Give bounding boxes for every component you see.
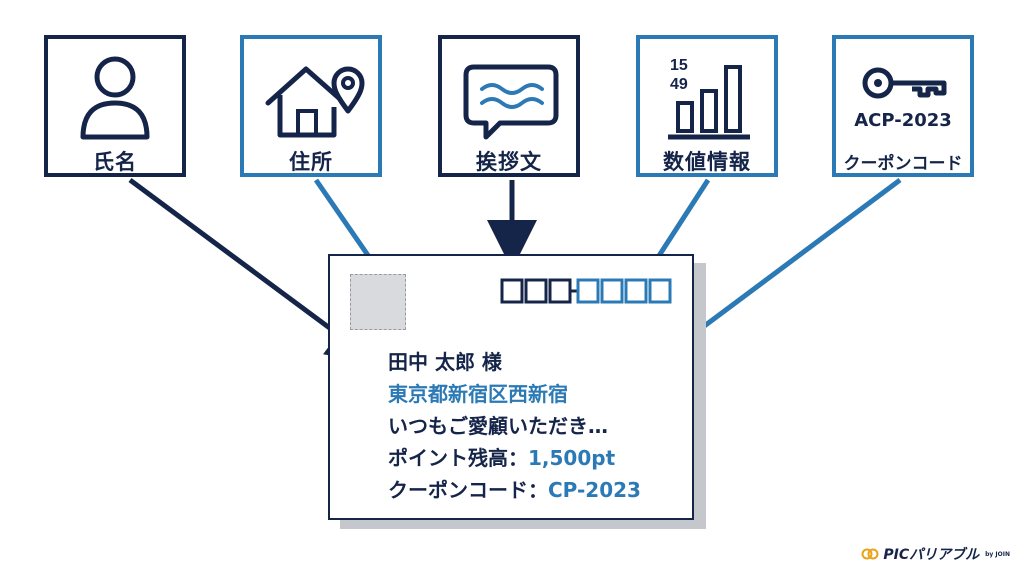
person-icon (80, 56, 150, 140)
key-icon (862, 67, 947, 99)
speech-bubble-icon (463, 64, 559, 140)
stamp-placeholder (350, 274, 406, 330)
source-label: 氏名 (93, 150, 137, 174)
house-pin-icon (265, 66, 365, 138)
postal-code-boxes (500, 278, 672, 304)
postcard-coupon: クーポンコード：CP-2023 (388, 474, 641, 503)
postcard-address: 東京都新宿区西新宿 (388, 382, 568, 406)
brand-mark-icon (861, 548, 879, 560)
postcard-greeting: いつもご愛顧いただき… (388, 414, 608, 438)
postcard: 田中 太郎 様 東京都新宿区西新宿 いつもご愛顧いただき… ポイント残高：1,5… (328, 254, 694, 520)
source-label: 挨拶文 (476, 150, 542, 174)
source-box-greeting: 挨拶文 (438, 35, 580, 177)
chart-number: 49 (670, 76, 688, 93)
source-label: 数値情報 (663, 150, 751, 174)
points-value: 1,500pt (528, 446, 616, 470)
coupon-code-sample: ACP-2023 (854, 110, 952, 131)
source-box-numbers: 15 49 数値情報 (636, 35, 778, 177)
source-box-address: 住所 (240, 35, 382, 177)
bar-chart-icon: 15 49 (668, 57, 750, 140)
chart-number: 15 (670, 57, 688, 74)
points-label: ポイント残高： (388, 446, 528, 470)
brand-name: PICパリアブル (883, 547, 980, 563)
coupon-label: クーポンコード： (388, 478, 548, 502)
brand-sub: by JOIN (985, 550, 1010, 558)
brand-logo: PICパリアブル by JOIN (861, 544, 1010, 564)
postcard-points: ポイント残高：1,500pt (388, 442, 615, 471)
source-box-coupon: ACP-2023 クーポンコード (832, 35, 974, 177)
source-label: クーポンコード (843, 154, 963, 174)
source-box-name: 氏名 (44, 35, 186, 177)
source-label: 住所 (289, 150, 333, 174)
arrow-name (128, 177, 379, 364)
coupon-value: CP-2023 (548, 478, 641, 502)
postcard-name: 田中 太郎 様 (388, 350, 502, 374)
